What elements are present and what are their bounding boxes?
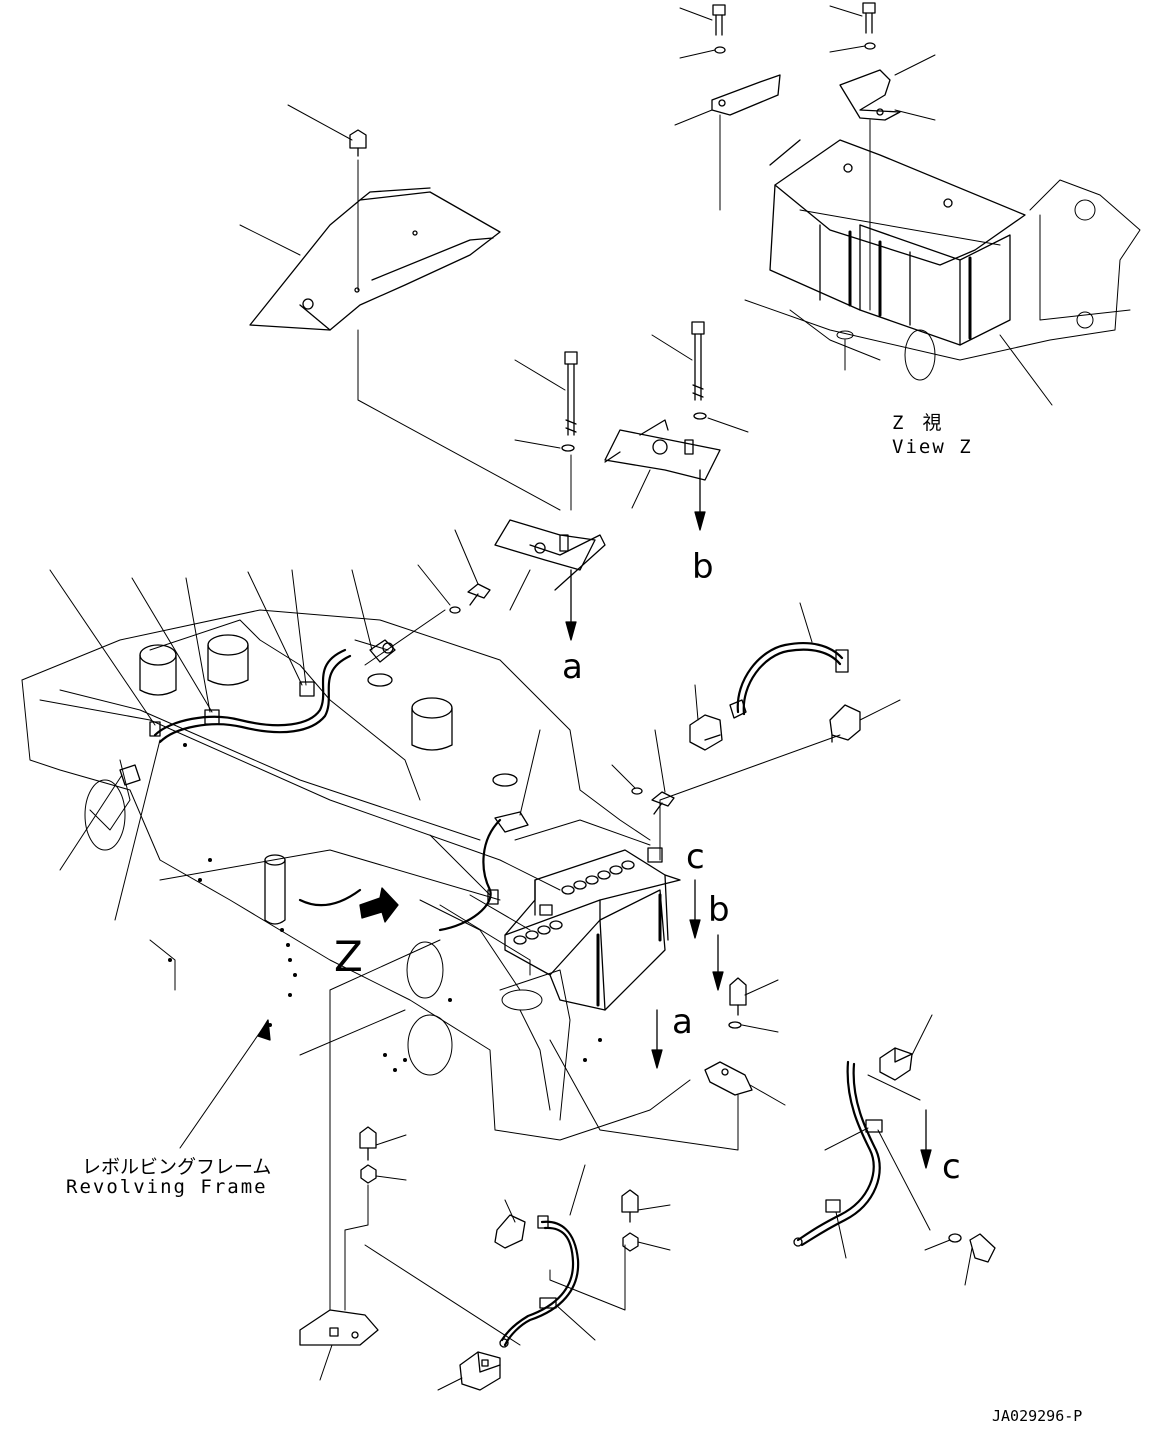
- view-z-label-jp: Z 視: [892, 412, 942, 434]
- terminal-boot-upper: [689, 714, 723, 751]
- long-bolt-center-left: [564, 351, 578, 436]
- wiring-harness: [119, 648, 502, 932]
- callout-z: Z: [334, 932, 363, 981]
- view-z-bolts: [712, 2, 876, 54]
- view-z-clamp-right: [839, 54, 936, 121]
- frame-bosses: [139, 634, 518, 925]
- callout-c-lower: c: [942, 1147, 961, 1187]
- callout-b-mid: b: [708, 890, 730, 930]
- battery-cover-plate: [249, 187, 501, 331]
- bottom-bolt-right: [621, 1189, 639, 1223]
- revolving-frame-outline: [21, 609, 691, 1141]
- frame-leader-lines: [49, 569, 541, 921]
- battery-clamp-right: [704, 1061, 753, 1096]
- terminal-cover-bottom: [459, 1351, 501, 1391]
- callout-b-upper: b: [692, 547, 714, 587]
- cover-bolt-top: [349, 129, 367, 157]
- bottom-bolt-left: [359, 1126, 377, 1161]
- terminal-cover-right: [879, 1047, 913, 1081]
- view-z-frame: [744, 179, 1141, 381]
- battery-cable-lower-right: [793, 1060, 883, 1247]
- ground-cable-bracket: [299, 1309, 379, 1346]
- battery-platform: [439, 819, 651, 976]
- frame-label-jp: レボルビングフレーム: [82, 1156, 272, 1178]
- terminal-lug-upper: [369, 639, 529, 833]
- view-z-arrow: [359, 887, 399, 923]
- hold-down-bracket-a: [494, 519, 606, 591]
- battery-cable-upper: [729, 641, 849, 719]
- battery-caps: [513, 860, 635, 945]
- view-z-battery-box: [769, 139, 1026, 346]
- bracket-bolt-right: [729, 977, 747, 1016]
- small-bolt-b: [651, 791, 675, 815]
- terminal-bolt-right: [964, 1233, 996, 1286]
- battery-pair: [504, 847, 681, 1011]
- callout-a-mid: a: [672, 1002, 693, 1042]
- terminal-boot-bottom: [494, 1214, 526, 1249]
- battery-cable-bottom: [499, 1215, 580, 1348]
- small-bolt-a: [467, 583, 491, 606]
- callout-a-upper: a: [562, 647, 583, 687]
- hold-down-bracket-b: [604, 419, 721, 481]
- view-z-clamp-left: [674, 74, 781, 126]
- drawing-number: JA029296-P: [992, 1407, 1083, 1425]
- frame-holes: [168, 743, 602, 1072]
- frame-label-en: Revolving Frame: [66, 1176, 268, 1198]
- callout-c-mid: c: [686, 837, 705, 877]
- long-bolt-center-right: [691, 321, 705, 401]
- view-z-label-en: View Z: [892, 436, 973, 458]
- terminal-boot-right: [829, 704, 861, 743]
